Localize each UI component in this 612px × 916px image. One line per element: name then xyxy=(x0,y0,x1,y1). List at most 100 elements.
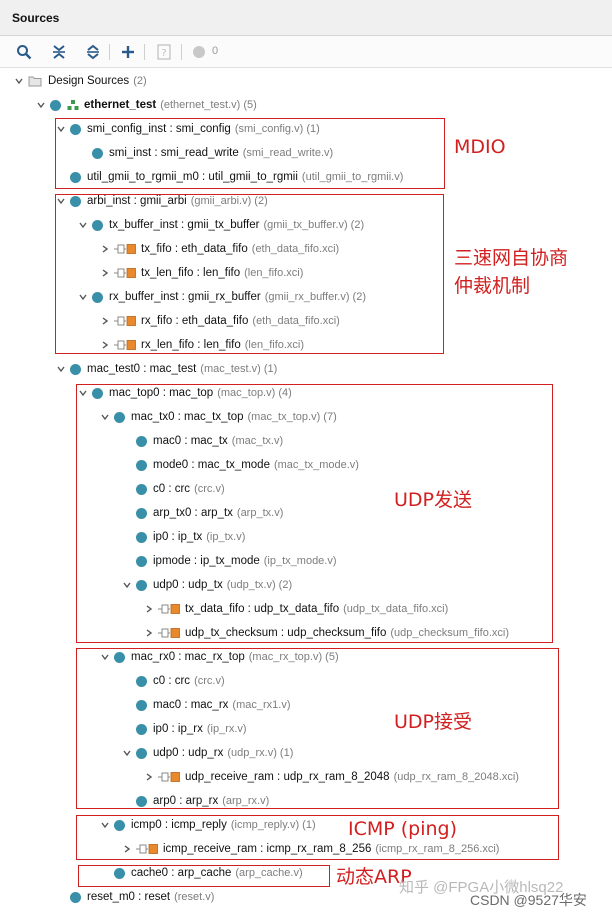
chevron-down-icon[interactable] xyxy=(78,220,88,230)
help-icon[interactable]: ? xyxy=(154,42,174,62)
tree-node[interactable]: reset_m0 : reset(reset.v) xyxy=(56,886,214,908)
tree-node[interactable]: arp0 : arp_rx(arp_rx.v) xyxy=(122,790,269,812)
tree-node-label: udp0 : udp_tx xyxy=(153,579,223,591)
annotation-box-arbi xyxy=(55,194,444,354)
ip-core-icon xyxy=(158,627,180,639)
tree-node-label: arbi_inst : gmii_arbi xyxy=(87,195,187,207)
expand-all-icon[interactable] xyxy=(83,42,103,62)
chevron-right-icon[interactable] xyxy=(122,844,132,854)
ip-core-icon xyxy=(158,771,180,783)
chevron-down-icon[interactable] xyxy=(36,100,46,110)
tree-node-top-module[interactable]: ethernet_test (ethernet_test.v) (5) xyxy=(36,94,257,116)
watermark-zhihu: 知乎 @FPGA小微hlsq22 xyxy=(399,879,564,896)
tree-node-source: (ip_tx.v) xyxy=(206,531,246,543)
tree-node[interactable]: ipmode : ip_tx_mode(ip_tx_mode.v) xyxy=(122,550,337,572)
chevron-down-icon[interactable] xyxy=(122,580,132,590)
tree-node[interactable]: tx_data_fifo : udp_tx_data_fifo(udp_tx_d… xyxy=(144,598,448,620)
tree-node[interactable]: udp0 : udp_tx(udp_tx.v) (2) xyxy=(122,574,292,596)
tree-node-source: (eth_data_fifo.xci) xyxy=(251,243,340,255)
chevron-down-icon[interactable] xyxy=(78,388,88,398)
tree-node-source: (udp_tx_data_fifo.xci) xyxy=(343,603,449,615)
module-icon xyxy=(136,795,147,807)
tree-node[interactable]: mac_tx0 : mac_tx_top(mac_tx_top.v) (7) xyxy=(100,406,337,428)
module-icon xyxy=(92,291,103,303)
tree-node-label: rx_buffer_inst : gmii_rx_buffer xyxy=(109,291,261,303)
chevron-right-icon[interactable] xyxy=(144,772,154,782)
tree-node[interactable]: icmp_receive_ram : icmp_rx_ram_8_256(icm… xyxy=(122,838,499,860)
tree-node[interactable]: udp0 : udp_rx(udp_rx.v) (1) xyxy=(122,742,293,764)
module-icon xyxy=(136,747,147,759)
tree-node[interactable]: mac0 : mac_rx(mac_rx1.v) xyxy=(122,694,290,716)
chevron-down-icon[interactable] xyxy=(122,748,132,758)
tree-node-design-sources[interactable]: Design Sources (2) xyxy=(14,70,147,92)
chevron-down-icon[interactable] xyxy=(78,292,88,302)
tree-node-source: (reset.v) xyxy=(174,891,215,903)
tree-node[interactable]: smi_inst : smi_read_write(smi_read_write… xyxy=(78,142,333,164)
tree-node-source: (mac_tx_top.v) (7) xyxy=(247,411,337,423)
chevron-right-icon[interactable] xyxy=(100,244,110,254)
tree-node[interactable]: udp_tx_checksum : udp_checksum_fifo(udp_… xyxy=(144,622,509,644)
ip-core-icon xyxy=(136,843,158,855)
annotation-box-arp xyxy=(78,865,330,887)
chevron-down-icon[interactable] xyxy=(56,196,66,206)
tree-node[interactable]: smi_config_inst : smi_config(smi_config.… xyxy=(56,118,320,140)
chevron-down-icon[interactable] xyxy=(100,412,110,422)
tree-node[interactable]: c0 : crc(crc.v) xyxy=(122,478,225,500)
tree-node[interactable]: util_gmii_to_rgmii_m0 : util_gmii_to_rgm… xyxy=(56,166,403,188)
tree-node[interactable]: ip0 : ip_rx(ip_rx.v) xyxy=(122,718,247,740)
annotation-box-udp-tx xyxy=(76,384,553,643)
tree-node[interactable]: mac_rx0 : mac_rx_top(mac_rx_top.v) (5) xyxy=(100,646,339,668)
chevron-right-icon[interactable] xyxy=(100,268,110,278)
collapse-all-icon[interactable] xyxy=(49,42,69,62)
annotation-box-mdio xyxy=(55,118,445,189)
chevron-right-icon[interactable] xyxy=(144,628,154,638)
tree-node-source: (gmii_arbi.v) (2) xyxy=(190,195,268,207)
tree-node[interactable]: mac0 : mac_tx(mac_tx.v) xyxy=(122,430,283,452)
tree-node[interactable]: udp_receive_ram : udp_rx_ram_8_2048(udp_… xyxy=(144,766,519,788)
module-icon xyxy=(136,459,147,471)
chevron-right-icon[interactable] xyxy=(144,604,154,614)
tree-node-label: ipmode : ip_tx_mode xyxy=(153,555,260,567)
module-icon xyxy=(114,411,125,423)
tree-node[interactable]: tx_len_fifo : len_fifo(len_fifo.xci) xyxy=(100,262,303,284)
tree-node-source: (mac_rx_top.v) (5) xyxy=(248,651,339,663)
tree-node[interactable]: mode0 : mac_tx_mode(mac_tx_mode.v) xyxy=(122,454,359,476)
annotation-label-arbi-2: 仲裁机制 xyxy=(454,275,531,297)
chevron-right-icon[interactable] xyxy=(100,316,110,326)
tree-node-label: ip0 : ip_rx xyxy=(153,723,203,735)
tree-node[interactable]: rx_len_fifo : len_fifo(len_fifo.xci) xyxy=(100,334,304,356)
chevron-down-icon[interactable] xyxy=(56,364,66,374)
chevron-down-icon[interactable] xyxy=(56,124,66,134)
watermark-csdn: CSDN @9527华安 xyxy=(470,892,587,908)
tree-node[interactable]: ip0 : ip_tx(ip_tx.v) xyxy=(122,526,245,548)
tree-node-source: (mac_test.v) (1) xyxy=(200,363,278,375)
tree-node[interactable]: arp_tx0 : arp_tx(arp_tx.v) xyxy=(122,502,283,524)
chevron-right-icon[interactable] xyxy=(100,340,110,350)
tree-node-label: mac_tx0 : mac_tx_top xyxy=(131,411,244,423)
tree-node-label: arp0 : arp_rx xyxy=(153,795,219,807)
tree-node[interactable]: rx_buffer_inst : gmii_rx_buffer(gmii_rx_… xyxy=(78,286,366,308)
tree-node-label: mac_test0 : mac_test xyxy=(87,363,197,375)
chevron-down-icon[interactable] xyxy=(100,652,110,662)
tree-node[interactable]: mac_test0 : mac_test(mac_test.v) (1) xyxy=(56,358,277,380)
chevron-down-icon[interactable] xyxy=(100,820,110,830)
add-icon[interactable] xyxy=(118,42,138,62)
panel-title: Sources xyxy=(12,11,60,25)
status-count: 0 xyxy=(212,45,219,57)
ip-core-icon xyxy=(158,603,180,615)
search-icon[interactable] xyxy=(14,42,34,62)
annotation-label-arp: 动态ARP xyxy=(336,866,412,888)
tree-node[interactable]: cache0 : arp_cache(arp_cache.v) xyxy=(100,862,303,884)
module-icon xyxy=(114,867,125,879)
tree-node-label: smi_inst : smi_read_write xyxy=(109,147,239,159)
tree-node[interactable]: arbi_inst : gmii_arbi(gmii_arbi.v) (2) xyxy=(56,190,268,212)
tree-node[interactable]: c0 : crc(crc.v) xyxy=(122,670,225,692)
tree-node-source: (ethernet_test.v) (5) xyxy=(160,99,257,111)
tree-node[interactable]: icmp0 : icmp_reply(icmp_reply.v) (1) xyxy=(100,814,316,836)
tree-node[interactable]: tx_fifo : eth_data_fifo(eth_data_fifo.xc… xyxy=(100,238,339,260)
tree-node[interactable]: rx_fifo : eth_data_fifo(eth_data_fifo.xc… xyxy=(100,310,340,332)
tree-node[interactable]: mac_top0 : mac_top(mac_top.v) (4) xyxy=(78,382,292,404)
tree-node[interactable]: tx_buffer_inst : gmii_tx_buffer(gmii_tx_… xyxy=(78,214,364,236)
tree-node-label: tx_fifo : eth_data_fifo xyxy=(141,243,248,255)
chevron-down-icon[interactable] xyxy=(14,76,24,86)
